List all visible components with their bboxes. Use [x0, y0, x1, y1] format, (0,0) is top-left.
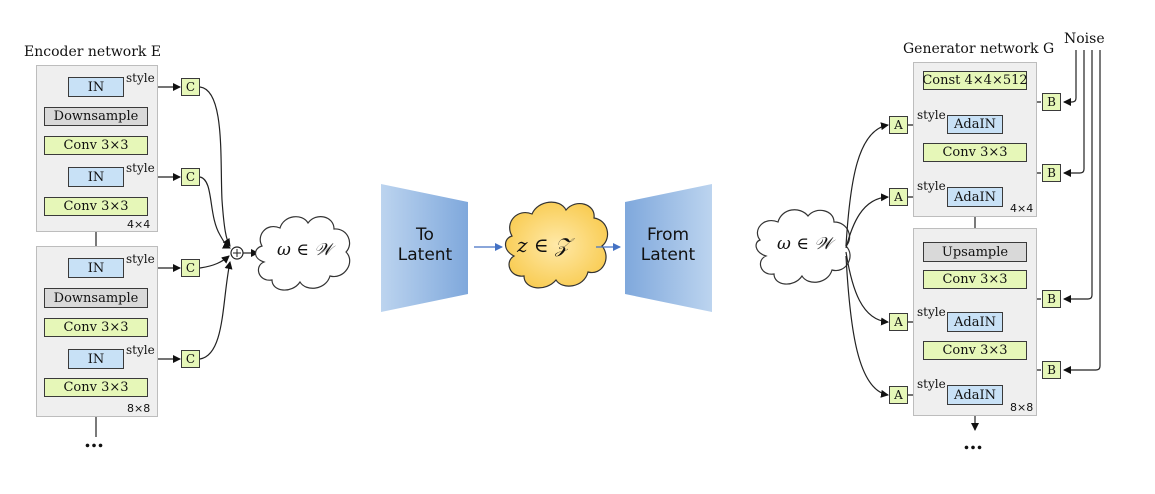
from-latent-label: From Latent	[628, 225, 708, 266]
to-latent-trapezoid	[381, 184, 468, 312]
b-box-3: B	[1042, 290, 1061, 308]
c-to-sum-4	[199, 261, 233, 360]
gen-adain-3: AdaIN	[947, 312, 1003, 332]
a-box-2: A	[889, 188, 908, 206]
gen-conv-2: Conv 3×3	[923, 270, 1027, 289]
c-to-sum-2	[199, 176, 231, 249]
omega-cloud-left	[254, 216, 351, 291]
gen-conv-1: Conv 3×3	[923, 143, 1027, 162]
from-latent-line1: From	[646, 225, 690, 245]
encoder-conv-2: Conv 3×3	[44, 197, 148, 216]
style-label-e3: style	[126, 252, 155, 266]
style-label-g2: style	[917, 179, 946, 193]
b-box-2: B	[1042, 164, 1061, 182]
c-box-4: C	[181, 350, 200, 368]
encoder-conv-3: Conv 3×3	[44, 318, 148, 337]
omega-to-a1	[845, 122, 889, 247]
omega-left-label: ω ∈ 𝒲	[277, 240, 333, 260]
c-box-1: C	[181, 78, 200, 96]
generator-dots: …	[963, 430, 983, 454]
style-label-e4: style	[126, 343, 155, 357]
encoder-conv-4: Conv 3×3	[44, 378, 148, 397]
b-box-4: B	[1042, 361, 1061, 379]
encoder-dots: …	[84, 428, 104, 452]
c-to-sum-1	[199, 86, 231, 247]
style-label-g4: style	[917, 377, 946, 391]
encoder-downsample-2: Downsample	[44, 288, 148, 308]
latent-z-label: z ∈ 𝒵	[517, 233, 571, 257]
encoder-sum-node	[230, 246, 244, 260]
generator-title: Generator network G	[903, 41, 1055, 57]
to-latent-line1: To	[416, 225, 434, 245]
encoder-in-1: IN	[68, 77, 124, 97]
encoder-conv-1: Conv 3×3	[44, 136, 148, 155]
a-box-3: A	[889, 313, 908, 331]
c-box-3: C	[181, 259, 200, 277]
style-label-e2: style	[126, 161, 155, 175]
omega-right-label: ω ∈ 𝒲	[777, 234, 833, 254]
gen-res-8x8: 8×8	[1010, 401, 1034, 414]
encoder-res-8x8: 8×8	[127, 402, 151, 415]
encoder-title: Encoder network E	[24, 44, 162, 60]
omega-to-a2	[845, 193, 889, 249]
a-box-1: A	[889, 116, 908, 134]
gen-adain-1: AdaIN	[947, 115, 1003, 134]
b-box-1: B	[1042, 93, 1061, 111]
c-box-2: C	[181, 168, 200, 186]
gen-const: Const 4×4×512	[922, 71, 1028, 90]
encoder-downsample-1: Downsample	[44, 107, 148, 126]
encoder-in-2: IN	[68, 167, 124, 187]
gen-res-4x4: 4×4	[1010, 202, 1034, 215]
encoder-res-4x4: 4×4	[127, 218, 151, 231]
noise-label: Noise	[1064, 31, 1105, 47]
gen-upsample: Upsample	[923, 242, 1027, 262]
from-latent-trapezoid	[625, 184, 712, 312]
to-latent-line2: Latent	[397, 245, 453, 266]
style-label-g1: style	[917, 108, 946, 122]
omega-to-a4	[845, 255, 889, 398]
a-box-4: A	[889, 386, 908, 404]
style-label-e1: style	[126, 71, 155, 85]
gen-conv-3: Conv 3×3	[923, 341, 1027, 360]
from-latent-line2: Latent	[640, 245, 696, 266]
encoder-in-4: IN	[68, 349, 124, 369]
c-to-sum-3	[199, 255, 230, 269]
gen-adain-4: AdaIN	[947, 385, 1003, 405]
to-latent-label: To Latent	[386, 225, 464, 266]
encoder-in-3: IN	[68, 258, 124, 278]
z-cloud	[504, 201, 609, 289]
style-label-g3: style	[917, 305, 946, 319]
gen-adain-2: AdaIN	[947, 187, 1003, 207]
noise-lines	[1063, 50, 1101, 374]
omega-to-a3	[845, 251, 889, 326]
